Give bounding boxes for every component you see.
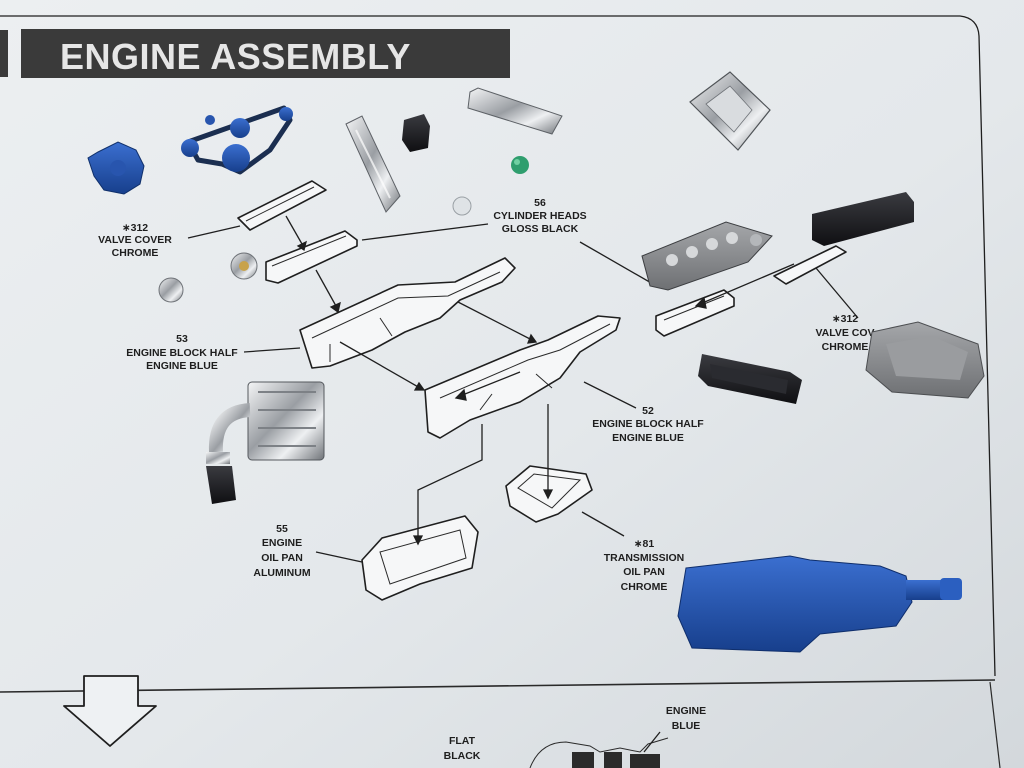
silver-cylinder-head-part	[641, 221, 773, 291]
black-cylinder-head-part-top	[812, 192, 914, 246]
svg-text:CYLINDER HEADS: CYLINDER HEADS	[493, 210, 586, 222]
next-step-engine-diagram	[529, 731, 669, 768]
cylinder-head-diagram	[265, 230, 358, 284]
svg-text:53: 53	[176, 333, 188, 345]
callout-engine-block-half-52: 52 ENGINE BLOCK HALF ENGINE BLUE	[592, 405, 704, 444]
fan-belt-part	[181, 105, 293, 175]
svg-text:CHROME: CHROME	[621, 581, 668, 593]
callout-engine-blue-next: ENGINE BLUE	[666, 705, 706, 732]
chrome-intake-manifold-part	[206, 381, 325, 504]
svg-text:OIL PAN: OIL PAN	[623, 566, 665, 578]
svg-text:FLAT: FLAT	[449, 735, 476, 747]
page-heading: ENGINE ASSEMBLY	[60, 36, 411, 77]
svg-text:GLOSS BLACK: GLOSS BLACK	[502, 223, 579, 235]
svg-text:CHROME: CHROME	[112, 247, 159, 259]
green-cap-part	[511, 156, 529, 174]
valve-cover-diagram-upper	[237, 180, 327, 231]
heading-bar	[21, 29, 510, 78]
svg-text:ENGINE: ENGINE	[262, 537, 302, 549]
grey-cover-part	[865, 321, 985, 399]
svg-text:∗312: ∗312	[832, 313, 858, 325]
chrome-valve-cover-part-top	[467, 87, 563, 135]
blue-water-pump-part	[87, 141, 145, 195]
svg-text:ENGINE: ENGINE	[666, 705, 706, 717]
svg-text:CHROME: CHROME	[822, 341, 869, 353]
chrome-valve-cover-part	[345, 115, 401, 213]
svg-text:OIL PAN: OIL PAN	[261, 552, 303, 564]
svg-text:VALVE COV: VALVE COV	[815, 327, 874, 339]
white-cap-part	[452, 196, 472, 216]
assembly-arrows	[285, 215, 795, 546]
svg-text:ENGINE BLOCK HALF: ENGINE BLOCK HALF	[126, 347, 238, 359]
svg-text:56: 56	[534, 197, 546, 209]
lower-section-divider	[989, 681, 1001, 768]
svg-text:∗81: ∗81	[634, 538, 655, 550]
svg-text:BLACK: BLACK	[444, 750, 481, 762]
svg-text:55: 55	[276, 523, 288, 535]
heading-tab-left	[0, 30, 8, 77]
svg-text:ENGINE BLOCK HALF: ENGINE BLOCK HALF	[592, 418, 704, 430]
cylinder-head-diagram-right	[655, 289, 735, 337]
page-border-bottom	[0, 679, 996, 693]
callout-engine-oil-pan: 55 ENGINE OIL PAN ALUMINUM	[253, 523, 310, 579]
chrome-air-cleaner-lid-part	[689, 71, 771, 151]
svg-text:BLUE: BLUE	[672, 720, 701, 732]
callout-transmission-oil-pan: ∗81 TRANSMISSION OIL PAN CHROME	[604, 538, 685, 593]
svg-text:ALUMINUM: ALUMINUM	[253, 567, 310, 579]
blue-transmission-part	[677, 555, 962, 653]
leader-lines	[187, 223, 859, 563]
chrome-fitting-part	[158, 252, 258, 303]
svg-text:ENGINE BLUE: ENGINE BLUE	[146, 360, 218, 372]
callout-flat-black: FLAT BLACK	[444, 735, 481, 762]
callout-valve-cover-left: ∗312 VALVE COVER CHROME	[98, 222, 172, 259]
callout-engine-block-half-53: 53 ENGINE BLOCK HALF ENGINE BLUE	[126, 333, 238, 372]
svg-text:52: 52	[642, 405, 654, 417]
next-step-arrow	[63, 675, 157, 747]
svg-text:VALVE COVER: VALVE COVER	[98, 234, 172, 246]
callout-cylinder-heads: 56 CYLINDER HEADS GLOSS BLACK	[493, 197, 586, 235]
svg-text:ENGINE BLUE: ENGINE BLUE	[612, 432, 684, 444]
black-bracket-part	[402, 114, 430, 152]
page-border	[0, 15, 996, 677]
engine-block-half-53-diagram	[299, 257, 516, 369]
svg-text:TRANSMISSION: TRANSMISSION	[604, 552, 685, 564]
black-cylinder-head-part	[698, 354, 802, 404]
valve-cover-diagram-right	[773, 245, 847, 285]
callout-valve-cover-right: ∗312 VALVE COV CHROME	[815, 313, 874, 353]
engine-oil-pan-diagram	[361, 515, 479, 601]
svg-text:∗312: ∗312	[122, 222, 148, 234]
engine-block-half-52-diagram	[424, 315, 621, 439]
